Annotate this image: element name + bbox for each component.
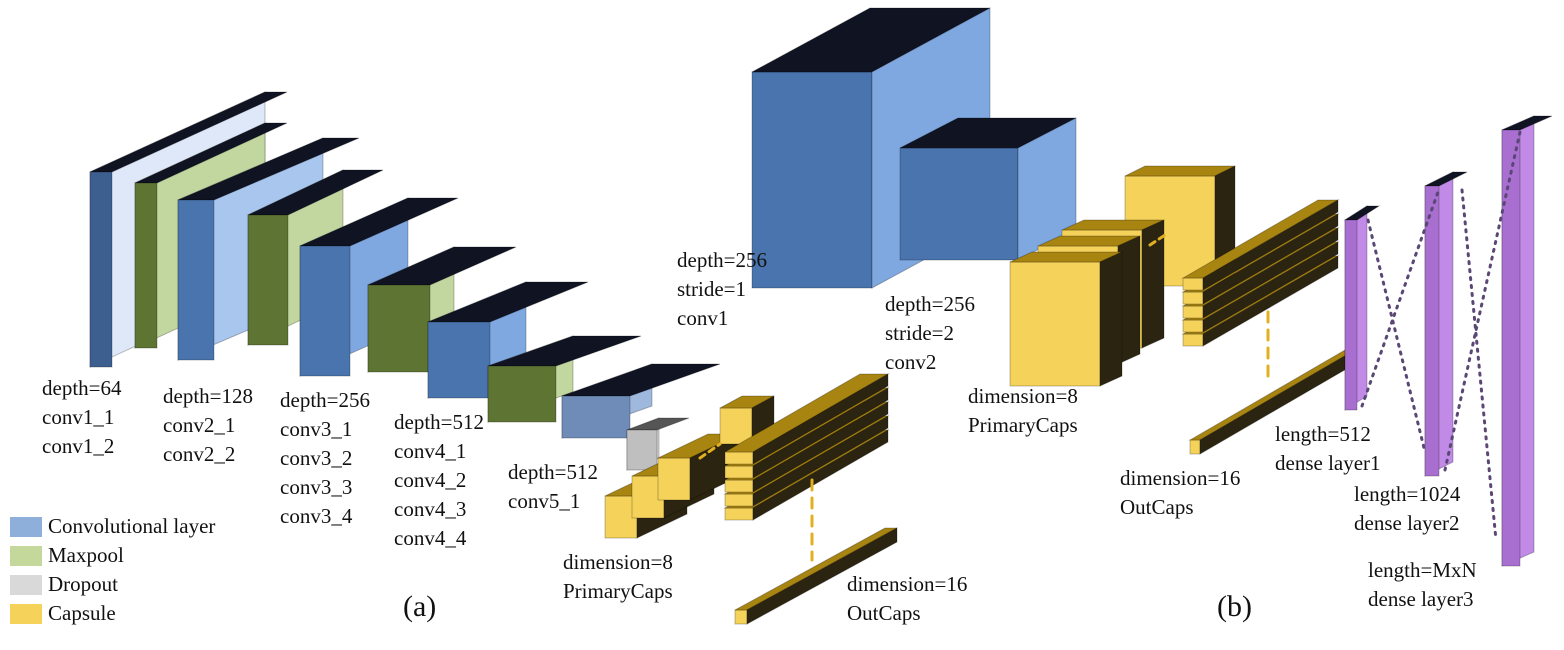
- panel-b-label: (b): [1217, 590, 1252, 623]
- a-capsule-bar-5-side: [752, 373, 889, 465]
- a-connector-primary: [698, 442, 722, 460]
- b-primary-block-1-front: [1009, 261, 1101, 387]
- b-capsule-bar-5-front: [1182, 277, 1204, 291]
- b-capsule-bar-1-front: [1182, 333, 1204, 347]
- a-capsule-bar-5-front: [724, 451, 754, 465]
- b-capsule-bar-5-side: [1202, 199, 1339, 291]
- a-capsule-bar-2-side: [752, 415, 889, 507]
- legend-swatch-dropout: [10, 574, 42, 595]
- a-capsule-bar-1-side: [752, 429, 889, 521]
- legend-label-maxpool: Maxpool: [48, 543, 124, 567]
- b-capsule-bar-3-side: [1202, 227, 1339, 319]
- b-conv1-cube-front: [751, 71, 873, 289]
- b-conv2-cube-front: [899, 147, 1019, 261]
- a-conv4-front: [427, 321, 491, 399]
- a-conv5-front: [561, 395, 631, 439]
- b-outcaps-bar-front: [1189, 439, 1201, 455]
- b-primary-block-1-side: [1099, 251, 1123, 387]
- a-capsule-bar-2-front: [724, 493, 754, 507]
- legend-label-convolutional: Convolutional layer: [48, 514, 216, 538]
- b-capsule-bar-4-side: [1202, 213, 1339, 305]
- a-primary-cube-3-front: [657, 457, 691, 501]
- a-conv2-front: [177, 199, 215, 361]
- a-dropout-front: [626, 429, 658, 471]
- a-outcaps-bar-side: [746, 527, 898, 625]
- b-dense1-front: [1344, 219, 1358, 411]
- b-primary-block-3-side: [1141, 219, 1165, 349]
- a-conv3-front: [299, 245, 351, 377]
- b-dense-link-2: [1360, 190, 1440, 408]
- a-conv5-top: [561, 363, 721, 397]
- a-conv1-front: [89, 171, 113, 368]
- b-capsule-bar-3-front: [1182, 305, 1204, 319]
- a-pool4-front: [487, 365, 557, 423]
- b-capsule-bar-2-front: [1182, 319, 1204, 333]
- b-capsule-bar-1-side: [1202, 255, 1339, 347]
- b-connector-primary: [1148, 233, 1167, 247]
- a-capsule-bar-4-front: [724, 465, 754, 479]
- b-capsule-bar-4-front: [1182, 291, 1204, 305]
- b-dense-link-4: [1460, 188, 1498, 542]
- legend-item-capsule: Capsule: [10, 599, 215, 628]
- legend-item-convolutional: Convolutional layer: [10, 512, 215, 541]
- a-capsule-bar-3-side: [752, 401, 889, 493]
- b-dense-link-1: [1366, 218, 1427, 454]
- a-outcaps-bar-front: [734, 609, 748, 625]
- legend-label-dropout: Dropout: [48, 572, 118, 596]
- panel-a-label: (a): [403, 590, 437, 623]
- b-dense2-front: [1424, 185, 1440, 477]
- b-capsule-bar-2-side: [1202, 241, 1339, 333]
- legend-item-maxpool: Maxpool: [10, 541, 215, 570]
- legend-swatch-convolutional: [10, 516, 42, 537]
- legend-swatch-maxpool: [10, 545, 42, 566]
- a-capsule-bar-4-side: [752, 387, 889, 479]
- b-dense3-front: [1501, 129, 1521, 567]
- a-pool1-front: [134, 182, 158, 349]
- legend-swatch-capsule: [10, 603, 42, 624]
- legend-label-capsule: Capsule: [48, 601, 116, 625]
- b-dense-link-3: [1443, 130, 1522, 472]
- a-dropout-top: [626, 417, 690, 431]
- a-pool3-front: [367, 284, 431, 373]
- a-pool2-front: [247, 214, 289, 346]
- a-capsule-bar-3-front: [724, 479, 754, 493]
- a-capsule-bar-1-front: [724, 507, 754, 521]
- legend: Convolutional layer Maxpool Dropout Caps…: [10, 512, 215, 628]
- legend-item-dropout: Dropout: [10, 570, 215, 599]
